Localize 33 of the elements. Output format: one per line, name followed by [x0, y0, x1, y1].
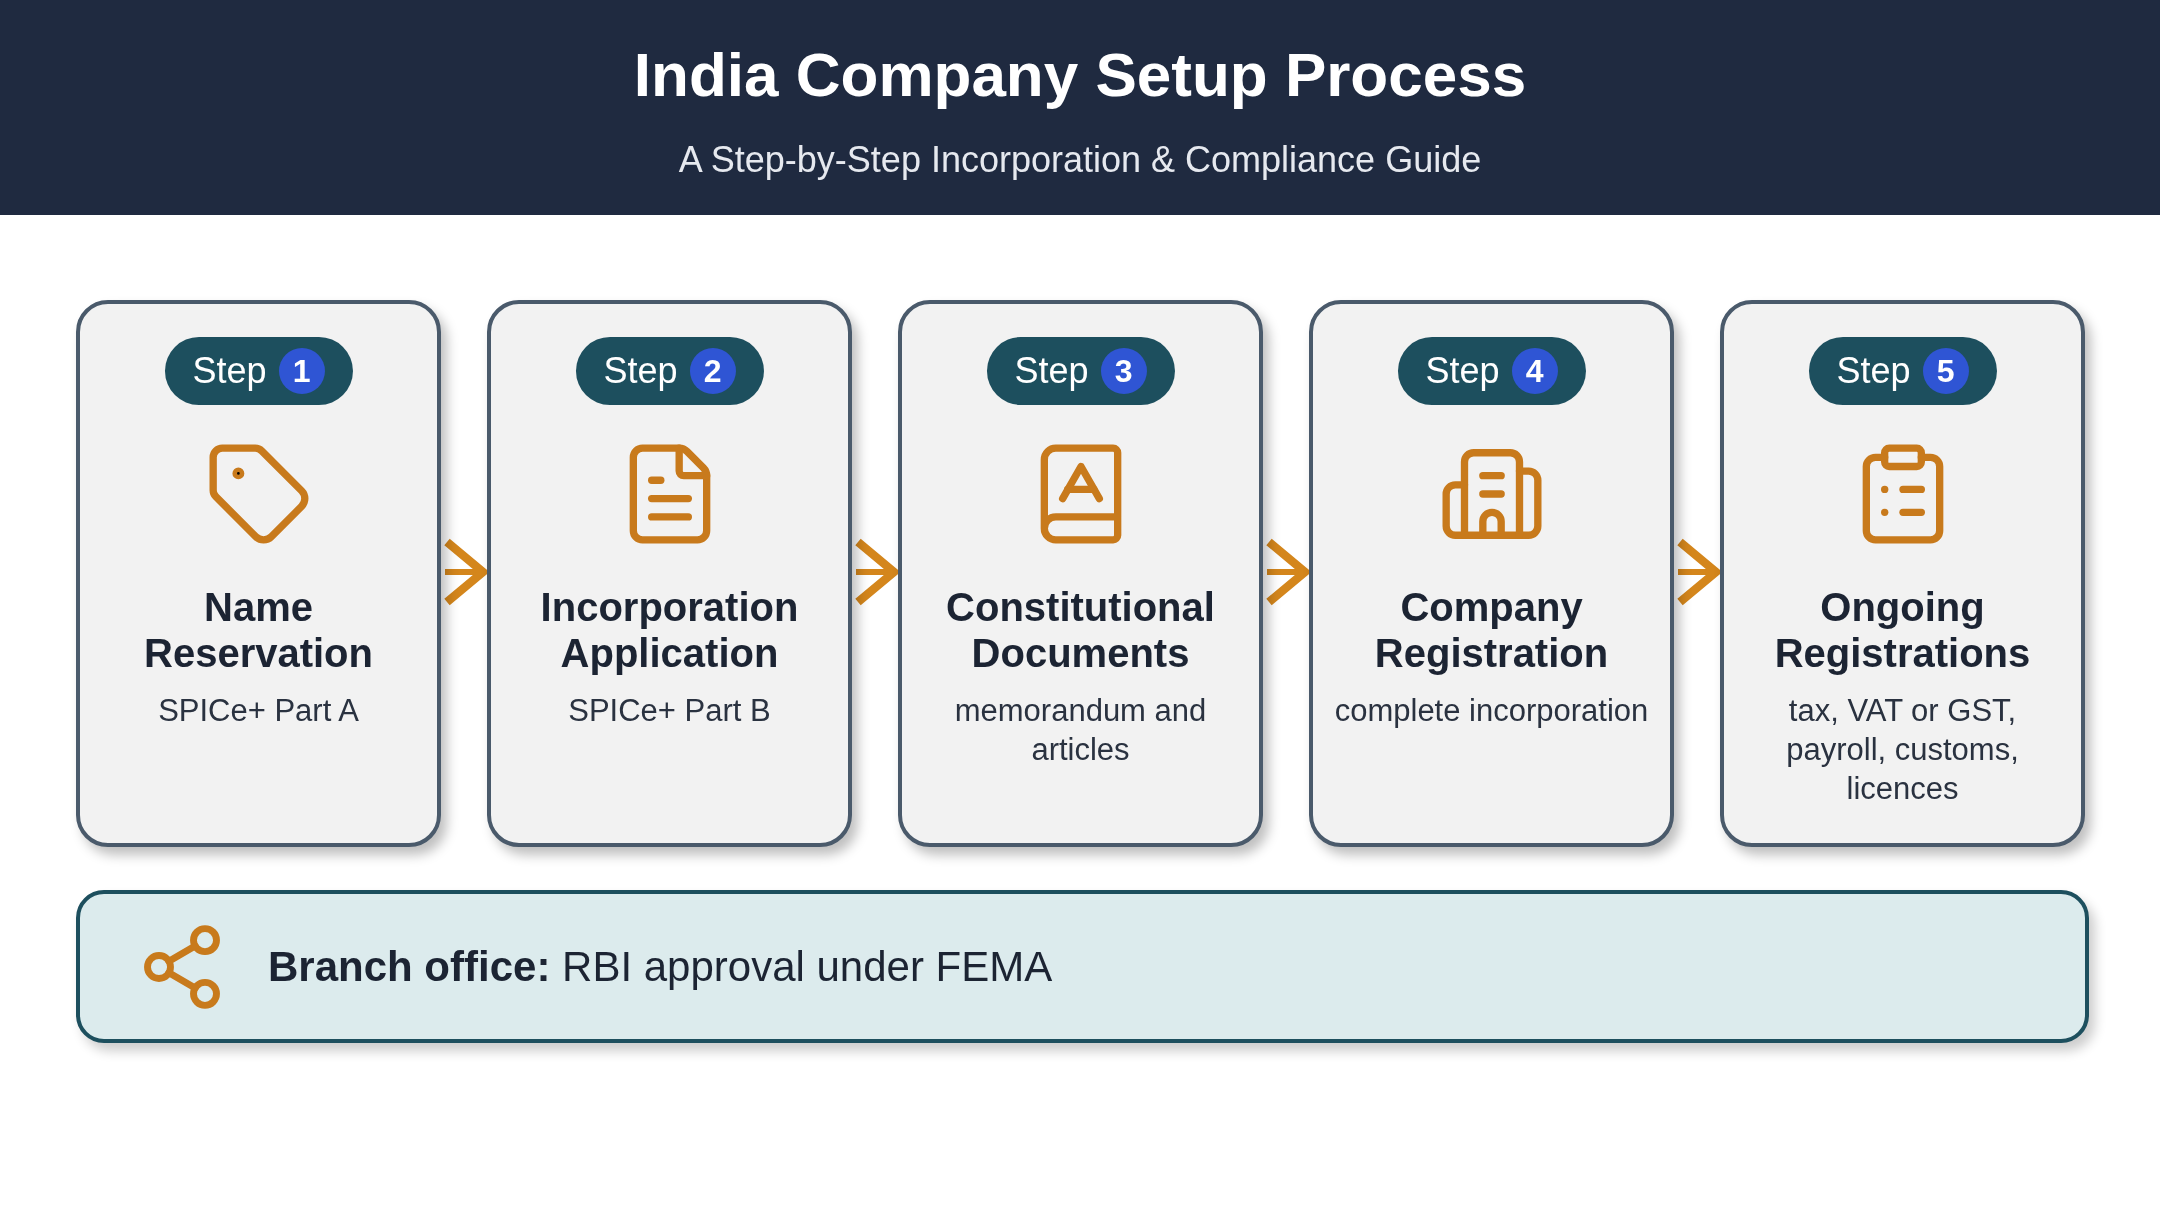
step-number: 4: [1511, 348, 1558, 394]
step-description: SPICe+ Part B: [567, 692, 772, 730]
step-description: SPICe+ Part A: [157, 692, 360, 730]
step-card: [1720, 300, 2085, 847]
step-card: [487, 300, 852, 847]
step-number: 3: [1100, 348, 1147, 394]
step-label: Step: [603, 349, 678, 393]
step-title: Company Registration: [1373, 584, 1610, 676]
arrow: [442, 537, 488, 607]
step-card: [1309, 300, 1674, 847]
step-number: 1: [278, 348, 325, 394]
step-title: Constitutional Documents: [945, 584, 1216, 676]
step-title: Name Reservation: [143, 584, 374, 676]
step-label: Step: [1836, 349, 1911, 393]
step-label: Step: [192, 349, 267, 393]
step-label: Step: [1014, 349, 1089, 393]
subtitle: A Step-by-Step Incorporation & Compliance Guide: [678, 138, 1482, 182]
step-label: Step: [1425, 349, 1500, 393]
arrow: [1264, 537, 1310, 607]
step-description: memorandum and articles: [953, 692, 1208, 769]
arrow: [853, 537, 899, 607]
branch-office-note: Branch office: RBI approval under FEMA: [268, 942, 1053, 992]
branch-office-banner: [76, 890, 2089, 1043]
step-title: Incorporation Application: [539, 584, 800, 676]
step-number: 2: [689, 348, 736, 394]
step-description: tax, VAT or GST, payroll, customs, licences: [1785, 692, 2020, 808]
step-card: [76, 300, 441, 847]
arrow: [1675, 537, 1721, 607]
step-description: complete incorporation: [1333, 692, 1650, 730]
step-title: Ongoing Registrations: [1773, 584, 2032, 676]
step-number: 5: [1922, 348, 1969, 394]
step-card: [898, 300, 1263, 847]
title: India Company Setup Process: [633, 39, 1527, 111]
